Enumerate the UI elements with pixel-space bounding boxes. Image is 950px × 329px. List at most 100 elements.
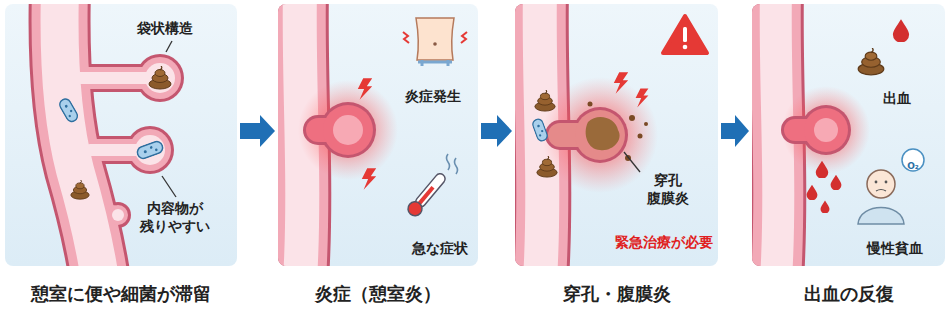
text-holder: 内容物が 残りやすい [105, 200, 245, 235]
flow-arrow [481, 115, 512, 147]
text-holder: 炎症発生 [363, 86, 503, 106]
pale-person-icon [885, 181, 888, 184]
stage-caption: 炎症（憩室炎） [315, 283, 441, 306]
bleeding-diverticulum [776, 4, 870, 266]
inflamed-diverticulum [300, 4, 303, 266]
inflamed-diverticulum [318, 115, 340, 145]
perforated-diverticulum [560, 123, 592, 147]
inflamed-diverticulum [298, 4, 398, 266]
bleeding-diverticulum [831, 175, 842, 191]
bleeding-diverticulum [804, 108, 848, 152]
panel-label: 急な症状 [412, 240, 468, 258]
bleeding-diverticulum [776, 4, 779, 266]
blood-stool-icon [893, 19, 909, 42]
inflamed-diverticulum [358, 78, 372, 100]
thermometer-icon [416, 186, 434, 207]
perforated-diverticulum [537, 156, 557, 177]
gas-label: O₂ [907, 161, 919, 172]
colon-with-diverticula [100, 212, 114, 214]
stage-caption: 憩室に便や細菌が滞留 [31, 283, 211, 306]
bleeding-diverticulum [814, 118, 838, 142]
perforated-diverticulum [629, 115, 635, 121]
panel-label: 袋状構造 [137, 20, 193, 38]
fever-waves [447, 154, 450, 170]
panel-label: 炎症発生 [405, 88, 461, 106]
stage-caption: 穿孔・腹膜炎 [563, 283, 671, 306]
flow-arrow [240, 115, 275, 147]
bleeding-diverticulum [776, 4, 779, 266]
belly-icon [433, 42, 437, 46]
colon-with-diverticula [80, 64, 150, 92]
panel-label: 慢性貧血 [867, 240, 923, 258]
colon-with-diverticula [80, 72, 150, 84]
pale-person-icon [867, 170, 895, 198]
perforated-diverticulum [588, 102, 593, 107]
colon-with-diverticula [90, 144, 140, 156]
text-holder: 出血の反復 [752, 283, 945, 306]
perforated-diverticulum [625, 155, 631, 161]
colon-with-diverticula [100, 212, 114, 214]
pale-person-icon [858, 149, 924, 224]
colon-with-diverticula [71, 180, 89, 199]
bleeding-diverticulum [807, 185, 818, 201]
belly-icon [416, 18, 454, 60]
inflamed-diverticulum [318, 118, 340, 142]
stage-panel: 炎症発生急な症状炎症（憩室炎） [278, 4, 478, 266]
thermometer-icon [405, 199, 425, 219]
stage-panel: 袋状構造内容物が 残りやすい憩室に便や細菌が滞留 [5, 4, 237, 266]
colon-with-diverticula [145, 63, 175, 93]
warning-icon [683, 45, 688, 50]
perforated-diverticulum [540, 4, 543, 266]
perforated-diverticulum [542, 77, 658, 193]
colon-with-diverticula [129, 129, 171, 171]
panel-label: 穿孔 腹膜炎 [646, 172, 689, 207]
colon-with-diverticula [58, 97, 80, 123]
belly-icon [418, 60, 452, 66]
colon-with-diverticula [136, 140, 165, 160]
text-holder: 袋状構造 [95, 18, 235, 38]
panel-label: 内容物が 残りやすい [139, 200, 210, 235]
perforated-diverticulum [572, 107, 628, 163]
leader-line [624, 152, 640, 172]
pale-person-icon [858, 208, 904, 225]
perforated-diverticulum [540, 4, 543, 266]
colon-with-diverticula [60, 4, 100, 266]
belly-icon [403, 18, 467, 66]
belly-icon [403, 32, 467, 43]
colon-with-diverticula [136, 54, 184, 102]
pale-person-icon [902, 149, 924, 171]
text-holder: 緊急治療が必要 [594, 232, 734, 252]
leader-line [162, 176, 176, 197]
warning-icon [663, 16, 707, 53]
blood-stool-icon [858, 19, 909, 75]
perforated-diverticulum [644, 122, 648, 126]
panel-label: 出血 [883, 90, 911, 108]
fever-waves [447, 154, 458, 174]
colon-with-diverticula [60, 4, 100, 266]
blood-stool-icon [858, 48, 884, 75]
text-holder: 炎症（憩室炎） [278, 283, 478, 306]
colon-with-diverticula [60, 4, 100, 266]
inflamed-diverticulum [323, 105, 373, 155]
perforated-diverticulum [636, 88, 649, 107]
bleeding-diverticulum [776, 4, 779, 266]
warning-icon [663, 16, 707, 53]
text-holder: 慢性貧血 [825, 238, 950, 258]
bleeding-diverticulum [795, 119, 818, 141]
colon-with-diverticula [90, 136, 140, 164]
text-holder: 憩室に便や細菌が滞留 [5, 283, 237, 306]
colon-with-diverticula [105, 202, 131, 228]
perforated-diverticulum [540, 4, 543, 266]
leader-line [162, 41, 176, 197]
bleeding-diverticulum [801, 105, 851, 155]
flow-arrow [721, 115, 749, 147]
perforated-diverticulum [560, 120, 592, 150]
warning-icon [683, 27, 687, 42]
colon-with-diverticula [112, 209, 124, 221]
bleeding-diverticulum [782, 86, 870, 174]
text-holder: 急な症状 [370, 238, 510, 258]
colon-with-diverticula [90, 139, 140, 161]
perforated-diverticulum [535, 90, 555, 111]
